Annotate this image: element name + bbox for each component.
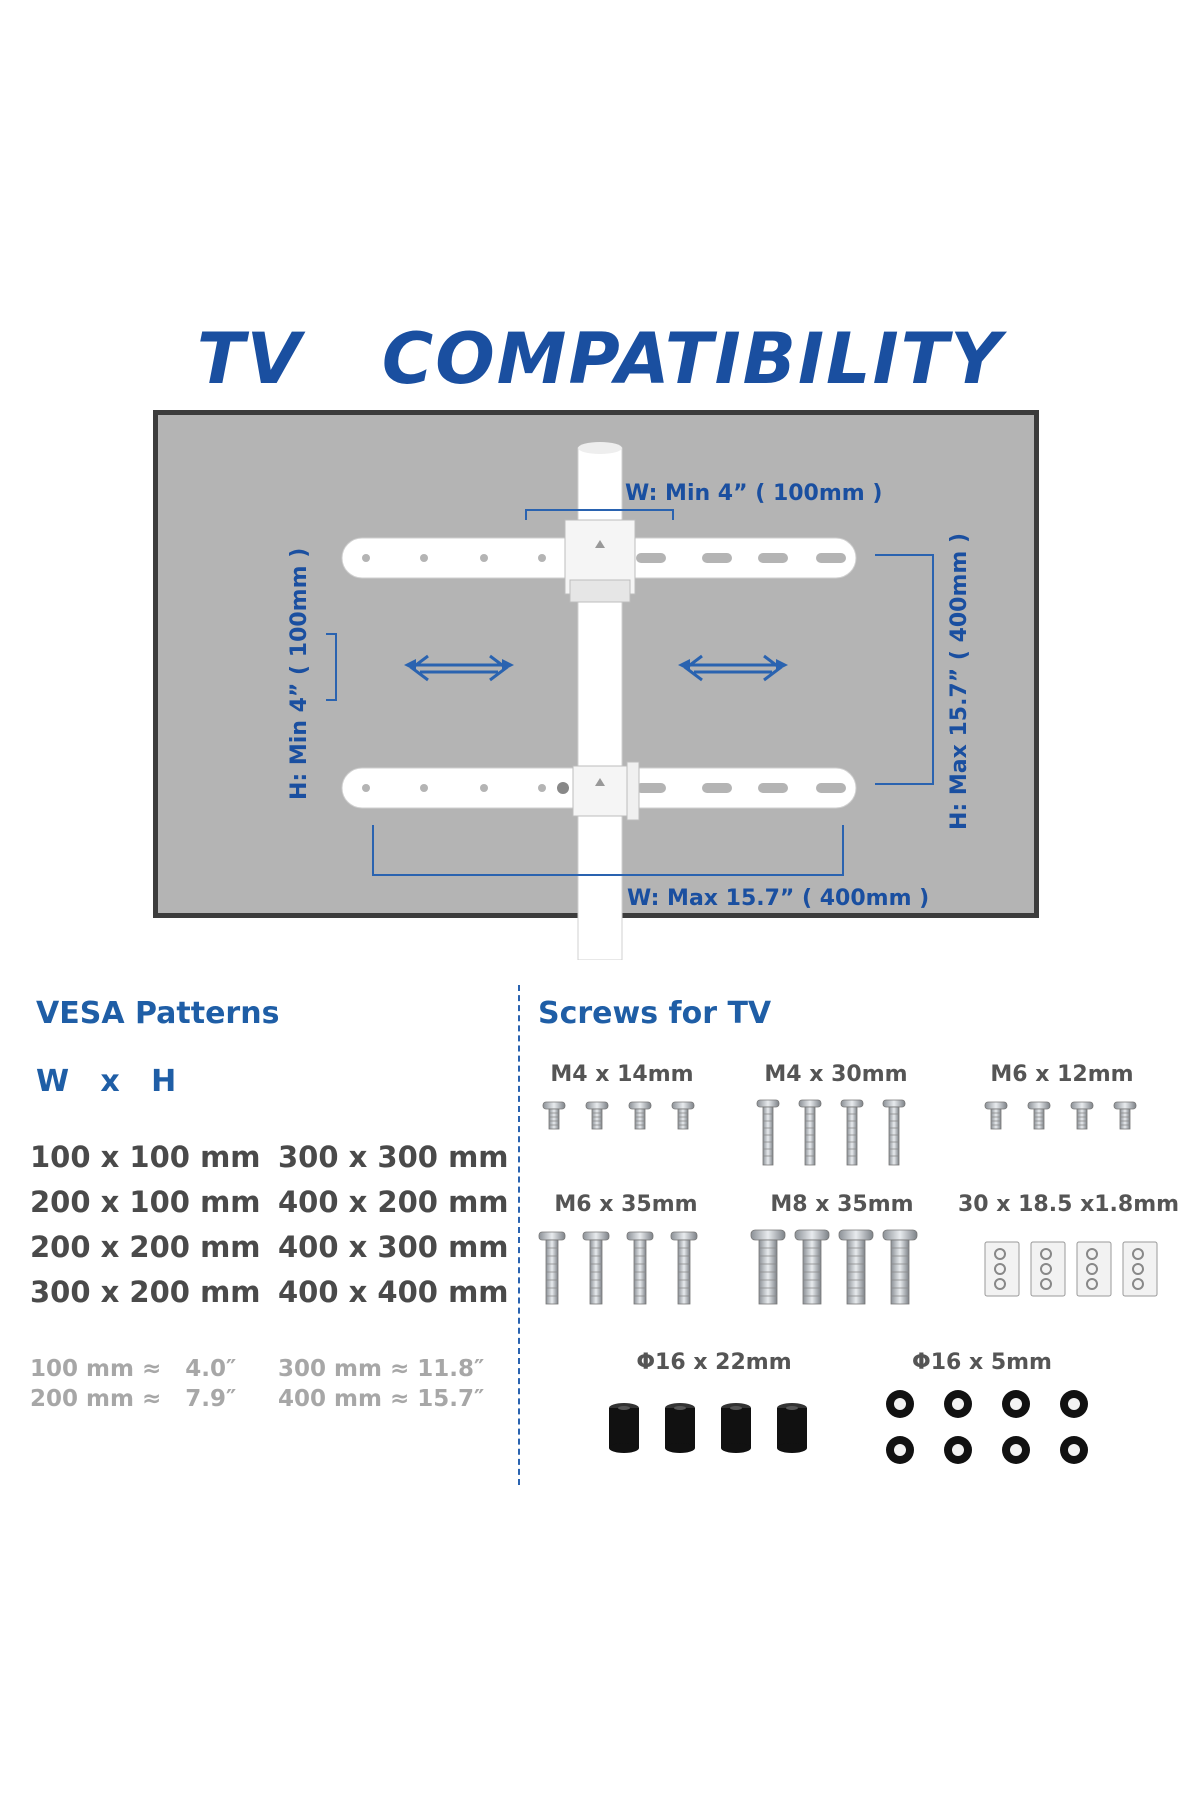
h-min-label: H: Min 4” ( 100mm ) [287,548,312,800]
screw-label-m4x30: M4 x 30mm [764,1062,908,1087]
m8x35-screws-icon [750,1229,918,1305]
right-double-arrow [678,654,788,682]
h-max-label: H: Max 15.7” ( 400mm ) [947,533,972,830]
conv-right-0: 300 mm ≈ 11.8″ [278,1356,485,1382]
conv-right-1: 400 mm ≈ 15.7″ [278,1386,485,1412]
screw-label-spacer: Φ16 x 22mm [636,1350,792,1375]
plates-icon [984,1241,1158,1297]
screw-label-m4x14: M4 x 14mm [550,1062,694,1087]
vesa-left-3: 300 x 200 mm [30,1275,261,1309]
vesa-right-3: 400 x 400 mm [278,1275,509,1309]
screw-label-m6x35: M6 x 35mm [554,1192,698,1217]
vesa-right-1: 400 x 200 mm [278,1185,509,1219]
lower-bracket [341,761,857,821]
upper-bracket [341,519,857,603]
screw-label-washer: Φ16 x 5mm [912,1350,1052,1375]
vesa-right-2: 400 x 300 mm [278,1230,509,1264]
m4x14-screws-icon [542,1101,695,1130]
left-double-arrow [404,654,514,682]
tv-diagram: W: Min 4” ( 100mm ) W: Max 15.7” ( 400mm… [153,410,1039,960]
screw-pictures [538,1099,1158,1464]
conv-left-1: 200 mm ≈ 7.9″ [30,1386,237,1412]
spacers-icon [609,1403,807,1453]
screws-heading: Screws for TV [538,996,772,1031]
vesa-right-0: 300 x 300 mm [278,1140,509,1174]
conv-left-0: 100 mm ≈ 4.0″ [30,1356,237,1382]
h-min-bracket [326,633,337,701]
vesa-heading: VESA Patterns [36,996,280,1031]
m6x35-screws-icon [538,1231,698,1305]
m6x12-screws-icon [984,1101,1137,1130]
w-max-label: W: Max 15.7” ( 400mm ) [627,886,929,911]
screw-label-plate: 30 x 18.5 x1.8mm [958,1192,1180,1217]
w-min-bracket [525,509,674,520]
m4x30-screws-icon [756,1099,906,1166]
h-max-bracket [875,554,934,785]
vesa-wxh: W x H [36,1064,177,1099]
page-title: TV COMPATIBILITY [196,318,1004,400]
section-divider [518,985,520,1485]
vesa-left-0: 100 x 100 mm [30,1140,261,1174]
vesa-left-1: 200 x 100 mm [30,1185,261,1219]
washers-icon [886,1390,1088,1464]
vesa-left-2: 200 x 200 mm [30,1230,261,1264]
screw-label-m8x35: M8 x 35mm [770,1192,914,1217]
screw-label-m6x12: M6 x 12mm [990,1062,1134,1087]
w-max-bracket [372,825,844,876]
pole-cap [578,442,622,454]
w-min-label: W: Min 4” ( 100mm ) [625,481,882,506]
